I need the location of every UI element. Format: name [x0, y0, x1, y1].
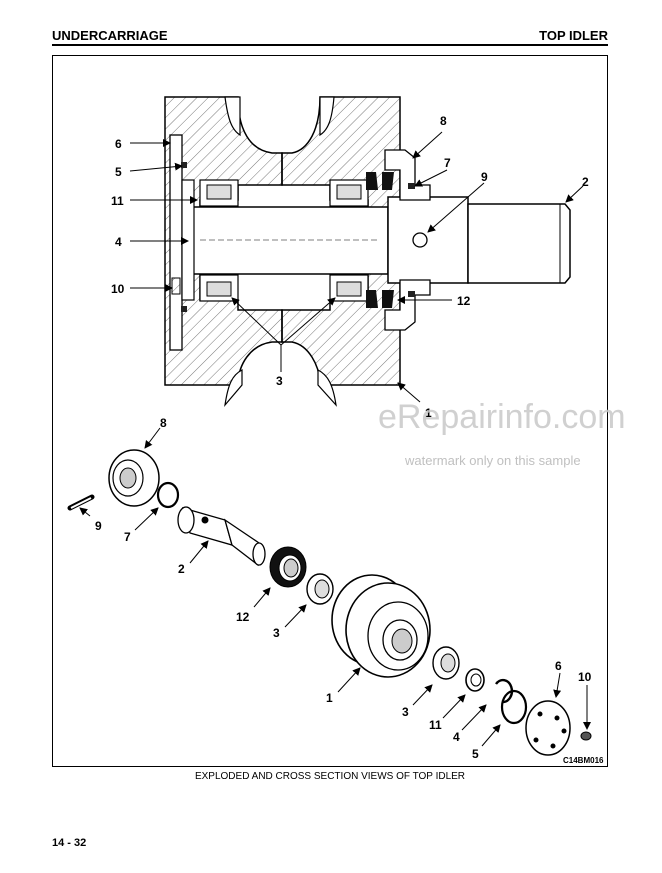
section-title: UNDERCARRIAGE	[52, 28, 168, 43]
callout-ex-3a: 3	[273, 626, 280, 640]
callout-ex-12: 12	[236, 610, 250, 624]
plug-part	[580, 731, 592, 741]
callout-cs-10: 10	[111, 282, 125, 296]
pin-hole	[412, 232, 428, 248]
callout-ex-8: 8	[160, 416, 167, 430]
callout-ex-10: 10	[578, 670, 592, 684]
watermark-brand: eRepairinfo.com	[378, 398, 626, 436]
callout-cs-2: 2	[582, 175, 589, 189]
callout-ex-4: 4	[453, 730, 460, 744]
callout-cs-6: 6	[115, 137, 122, 151]
collar-right-bottom	[384, 279, 431, 331]
callout-cs-8: 8	[440, 114, 447, 128]
callout-ex-7: 7	[124, 530, 131, 544]
topic-title: TOP IDLER	[539, 28, 608, 43]
cover-part	[525, 700, 571, 756]
callout-ex-9: 9	[95, 519, 102, 533]
figure-frame	[52, 55, 608, 767]
o-ring-part-5	[500, 689, 528, 725]
shaft-part	[177, 506, 266, 567]
callout-cs-4: 4	[115, 235, 122, 249]
bearing-part-3a	[306, 573, 334, 605]
o-ring-top	[181, 162, 187, 168]
roller-part	[331, 574, 431, 678]
exploded-leaders	[79, 427, 591, 747]
shaft-core	[187, 206, 389, 275]
header-rule	[52, 44, 608, 46]
figure-caption: EXPLODED AND CROSS SECTION VIEWS OF TOP …	[194, 771, 466, 782]
o-ring-bottom	[181, 306, 187, 312]
callout-ex-3b: 3	[402, 705, 409, 719]
o-ring-part-7	[156, 481, 180, 509]
callout-cs-9: 9	[481, 170, 488, 184]
bearing-right-top	[329, 179, 369, 207]
callout-cs-1: 1	[425, 406, 432, 420]
callout-cs-3: 3	[276, 374, 283, 388]
bearing-left-bottom	[199, 274, 239, 302]
cross-section-view	[129, 96, 584, 407]
duo-cone-seal-top	[366, 172, 394, 190]
callout-cs-12: 12	[457, 294, 471, 308]
callout-ex-1: 1	[326, 691, 333, 705]
plug	[171, 277, 181, 295]
bearing-part-3b	[432, 646, 460, 680]
exploded-view	[67, 449, 592, 756]
collar-part	[108, 449, 160, 507]
retainer-plate	[181, 179, 195, 301]
callout-ex-11: 11	[429, 718, 442, 732]
seal-part	[269, 546, 307, 588]
collar-right	[384, 149, 431, 201]
flange-left-bottom	[224, 369, 243, 407]
o-ring-collar-bottom	[408, 291, 415, 297]
o-ring-collar-top	[408, 183, 415, 189]
bearing-left-top	[199, 179, 239, 207]
page-number: 14 - 32	[52, 837, 87, 849]
watermark-note: watermark only on this sample	[404, 453, 581, 468]
duo-cone-seal-bottom	[366, 290, 394, 308]
snap-ring-part	[495, 678, 514, 704]
flange-left-top	[224, 96, 241, 137]
shaft-end	[467, 203, 571, 284]
bearing-right-bottom	[329, 274, 369, 302]
callout-ex-6: 6	[555, 659, 562, 673]
callout-cs-5: 5	[115, 165, 122, 179]
figure-code: C14BM016	[563, 756, 604, 765]
flange-right-top	[319, 96, 335, 137]
callout-ex-5: 5	[472, 747, 479, 761]
shaft-extension	[387, 196, 469, 284]
callout-ex-2: 2	[178, 562, 185, 576]
callout-cs-7: 7	[444, 156, 451, 170]
flange-right-bottom	[317, 369, 337, 407]
cross-section-leaders	[129, 131, 584, 403]
callout-cs-11: 11	[111, 194, 124, 208]
